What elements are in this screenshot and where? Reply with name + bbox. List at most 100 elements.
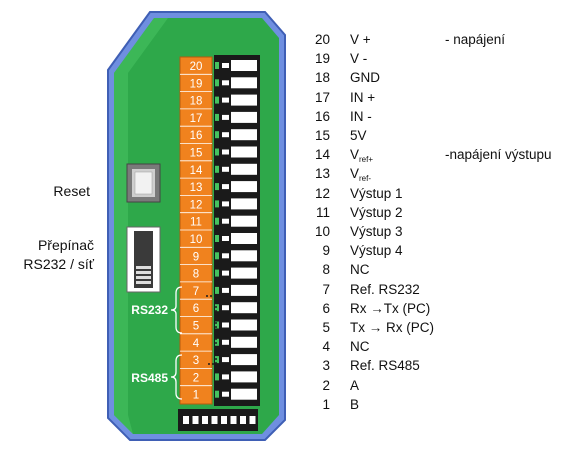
terminal-screw — [222, 391, 229, 397]
terminal-slot[interactable] — [231, 250, 257, 262]
dip-switch-lever[interactable] — [240, 416, 246, 424]
dip-switch[interactable] — [178, 409, 258, 431]
terminal-slot[interactable] — [231, 146, 257, 158]
switch-label-line1: Přepínač — [37, 237, 94, 253]
pin-name-text: V - — [350, 51, 368, 67]
pin-number: 12 — [314, 185, 330, 201]
terminal-screw — [222, 236, 229, 241]
pin-name-text: Ref. RS232 — [350, 281, 420, 297]
terminal-led — [215, 148, 219, 156]
reset-button[interactable] — [126, 163, 161, 203]
terminal-number: 18 — [190, 96, 203, 108]
terminal-slot[interactable] — [231, 129, 257, 141]
terminal-slot[interactable] — [231, 181, 257, 193]
terminal-number: 7 — [193, 286, 199, 298]
terminal-number: 4 — [193, 338, 200, 350]
reset-label: Reset — [53, 183, 90, 199]
dip-switch-lever[interactable] — [249, 416, 256, 424]
terminal-slot[interactable] — [231, 60, 257, 71]
terminal-led — [215, 338, 219, 346]
terminal-screw — [222, 63, 229, 68]
pin-name-text: Rx →Tx (PC) — [350, 300, 431, 316]
pin-name-text: Ref. RS485 — [350, 358, 420, 374]
pin-name: Rx →Tx (PC) — [350, 301, 430, 316]
terminal-slot[interactable] — [231, 77, 257, 89]
terminal-slot[interactable] — [231, 302, 257, 314]
terminal-slot[interactable] — [231, 233, 257, 244]
dip-switch-lever[interactable] — [221, 416, 227, 424]
terminal-slot[interactable] — [231, 267, 257, 279]
terminal-slot[interactable] — [231, 319, 257, 331]
terminal-led — [215, 183, 219, 191]
terminal-slot[interactable] — [231, 198, 257, 210]
dip-switch-lever[interactable] — [192, 416, 199, 424]
terminal-slot[interactable] — [231, 94, 257, 106]
terminal-led — [215, 304, 219, 312]
terminal-number: 5 — [193, 321, 199, 333]
terminal-slot[interactable] — [231, 354, 257, 366]
dip-switch-lever[interactable] — [183, 416, 189, 424]
pin-name-text: B — [350, 396, 360, 412]
pin-name: NC — [350, 339, 370, 354]
pin-name-text: A — [350, 377, 360, 393]
pin-name-text: IN - — [350, 108, 372, 124]
pin-name: Vref- — [350, 166, 371, 183]
terminal-screw — [222, 270, 229, 276]
terminal-screw — [222, 218, 229, 224]
pin-number: 16 — [314, 108, 330, 124]
terminal-number: 2 — [193, 372, 199, 384]
terminal-screw — [222, 149, 229, 155]
terminal-screw — [222, 114, 229, 120]
dip-switch-lever[interactable] — [230, 416, 237, 424]
terminal-number: 10 — [190, 234, 203, 246]
terminal-number: 6 — [193, 303, 199, 315]
pin-number: 15 — [314, 128, 330, 143]
pin-name: IN + — [350, 90, 375, 105]
terminal-slot[interactable] — [231, 388, 257, 400]
pin-number: 9 — [322, 243, 330, 259]
rs485-label: RS485 — [131, 371, 168, 385]
pin-name-text: Tx → Rx (PC) — [350, 320, 434, 335]
pin-name: Ref. RS485 — [350, 358, 420, 373]
pin-name-text: Výstup 1 — [350, 185, 403, 201]
terminal-number: 16 — [190, 130, 203, 142]
pin-name: A — [350, 378, 359, 393]
terminal-slot[interactable] — [231, 163, 257, 175]
pin-name-text: IN + — [350, 89, 376, 105]
terminal-screw — [222, 80, 229, 86]
terminal-number: 12 — [190, 199, 203, 211]
terminal-slot[interactable] — [231, 111, 257, 123]
terminal-led — [215, 269, 219, 277]
terminal-screw — [222, 357, 229, 363]
pin-number: 10 — [314, 224, 330, 239]
terminal-slot[interactable] — [231, 336, 257, 348]
pin-name-text: NC — [350, 262, 370, 278]
pin-note: -napájení výstupu — [445, 147, 552, 163]
pin-name-text: GND — [350, 70, 380, 86]
terminal-screw — [222, 184, 229, 190]
dip-switch-lever[interactable] — [211, 416, 218, 424]
terminal-led — [215, 165, 219, 173]
pin-name-text: Výstup 4 — [350, 243, 403, 259]
terminal-led — [215, 356, 219, 364]
pin-name-text: 5V — [350, 128, 367, 143]
terminal-led — [215, 217, 219, 225]
pin-name-text: V — [350, 166, 360, 182]
rs232-net-switch[interactable] — [126, 226, 161, 293]
pin-number: 8 — [322, 262, 330, 278]
pin-number: 7 — [322, 281, 330, 297]
pin-name: Ref. RS232 — [350, 282, 420, 297]
pin-name-text: Výstup 2 — [350, 204, 403, 220]
terminal-slot[interactable] — [231, 215, 257, 227]
pin-name: B — [350, 397, 359, 412]
terminal-number: 15 — [190, 148, 203, 160]
pin-name: Výstup 2 — [350, 205, 403, 220]
pin-name: Výstup 4 — [350, 243, 403, 258]
terminal-led — [215, 79, 219, 87]
terminal-slot[interactable] — [231, 284, 257, 296]
terminal-screw — [222, 97, 229, 103]
terminal-led — [215, 131, 219, 139]
terminal-slot[interactable] — [231, 371, 257, 383]
dip-switch-lever[interactable] — [202, 416, 208, 424]
